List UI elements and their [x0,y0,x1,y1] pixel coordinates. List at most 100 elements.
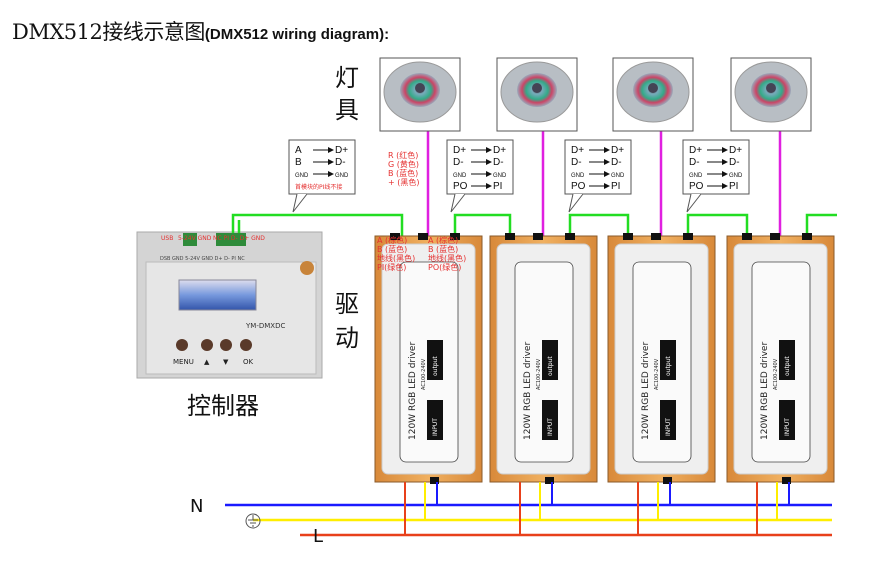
svg-text:D-: D- [689,157,700,168]
controller-button-label: ▼ [223,358,229,366]
svg-text:PO: PO [689,181,704,192]
title-cn: DMX512接线示意图 [12,20,205,44]
live-label: L [313,526,323,547]
driver-output-text: output [784,356,791,376]
out-label-po: PO(绿色) [428,262,461,272]
lamp-label-1: 灯 [335,64,359,92]
controller-button-0[interactable] [176,339,188,351]
svg-text:GND: GND [453,173,467,179]
svg-text:GND: GND [729,173,743,179]
driver-spec: AC100-240V [773,358,779,390]
svg-text:GND: GND [335,173,349,179]
svg-text:GND: GND [493,173,507,179]
ctrl-port-power: 5-24V GND [178,235,212,242]
logo-icon [300,261,314,275]
in-label-gnd: 地线(黑色) [377,253,415,263]
svg-text:D-: D- [493,157,504,168]
in-label-a: A (棕色) [377,235,407,245]
svg-text:D-: D- [453,157,464,168]
svg-text:D+: D+ [335,145,348,156]
driver-name: 120W RGB LED driver [641,342,651,440]
svg-text:D-: D- [611,157,622,168]
controller-button-3[interactable] [240,339,252,351]
in-label-pi: PI(绿色) [377,262,406,272]
svg-text:D+: D+ [571,145,584,156]
driver-input-text: INPUT [432,418,439,436]
dmx-controller: USB 5-24V GND NC PI D- D+ GND DSB GND 5-… [136,231,323,379]
svg-text:D-: D- [729,157,740,168]
svg-text:D-: D- [571,157,582,168]
svg-text:A: A [295,145,302,156]
ctrl-port-inverted: DSB GND 5-24V GND D+ D- PI NC [160,256,245,262]
svg-text:B: B [295,157,302,168]
driver-input-text: INPUT [665,418,672,436]
svg-text:PI: PI [611,181,620,192]
svg-text:GND: GND [689,173,703,179]
out-label-b: B (蓝色) [428,244,458,254]
driver-spec: AC100-240V [536,358,542,390]
controller-label: 控制器 [187,392,259,420]
power-terminal [183,233,197,246]
svg-text:PO: PO [453,181,468,192]
driver-output-text: output [665,356,672,376]
lcd-screen [178,279,257,311]
svg-text:D+: D+ [453,145,466,156]
lamp-wire-legend: R (红色) G (黄色) B (蓝色) + (黑色) [388,150,420,187]
driver-spec: AC100-240V [421,358,427,390]
svg-text:D+: D+ [689,145,702,156]
driver-input-text: INPUT [784,418,791,436]
controller-button-2[interactable] [220,339,232,351]
lamp-fixture [730,57,812,132]
data-wire [805,213,837,236]
driver-input-labels: A (棕色) B (蓝色) 地线(黑色) PI(绿色) [377,235,415,272]
controller-button-label: ▲ [204,358,210,366]
in-label-b: B (蓝色) [377,244,407,254]
driver-spec: AC100-240V [654,358,660,390]
svg-text:D+: D+ [493,145,506,156]
svg-text:GND: GND [611,173,625,179]
controller-button-1[interactable] [201,339,213,351]
callout-note: 首模块的PI线不接 [295,183,342,191]
svg-text:PI: PI [729,181,738,192]
out-label-a: A (棕色) [428,235,458,245]
diagram-title: DMX512接线示意图(DMX512 wiring diagram): [12,16,389,50]
lamp-fixture [612,57,694,132]
data-wire [568,213,630,236]
driver-output-text: output [432,356,439,376]
dmx-terminal [216,233,246,246]
lamp-label-2: 具 [335,96,359,124]
data-wire-controller [231,213,404,236]
controller-model: YM-DMXDC [245,322,285,330]
wiring-callout-1: A D+ B D- GND GND 首模块的PI线不接 [288,139,356,213]
svg-text:GND: GND [295,173,309,179]
out-label-gnd: 地线(黑色) [428,253,466,263]
data-wire [453,213,512,236]
lamp-wire-plus: + (黑色) [388,177,420,187]
lamp-wire-r: R (红色) [388,150,418,160]
svg-text:GND: GND [571,173,585,179]
driver-name: 120W RGB LED driver [408,342,418,440]
svg-text:PI: PI [493,181,502,192]
ctrl-port-dmx: NC PI D- D+ GND [213,235,265,242]
driver-output-text: output [547,356,554,376]
svg-text:D+: D+ [611,145,624,156]
svg-text:D-: D- [335,157,346,168]
svg-text:PO: PO [571,181,586,192]
ctrl-port-usb: USB [161,235,173,242]
driver-label-1: 驱 [335,290,359,318]
lamp-fixture [379,57,461,132]
controller-button-label: OK [243,358,254,366]
lamp-wire-g: G (黄色) [388,159,419,169]
title-en: (DMX512 wiring diagram): [204,26,390,43]
